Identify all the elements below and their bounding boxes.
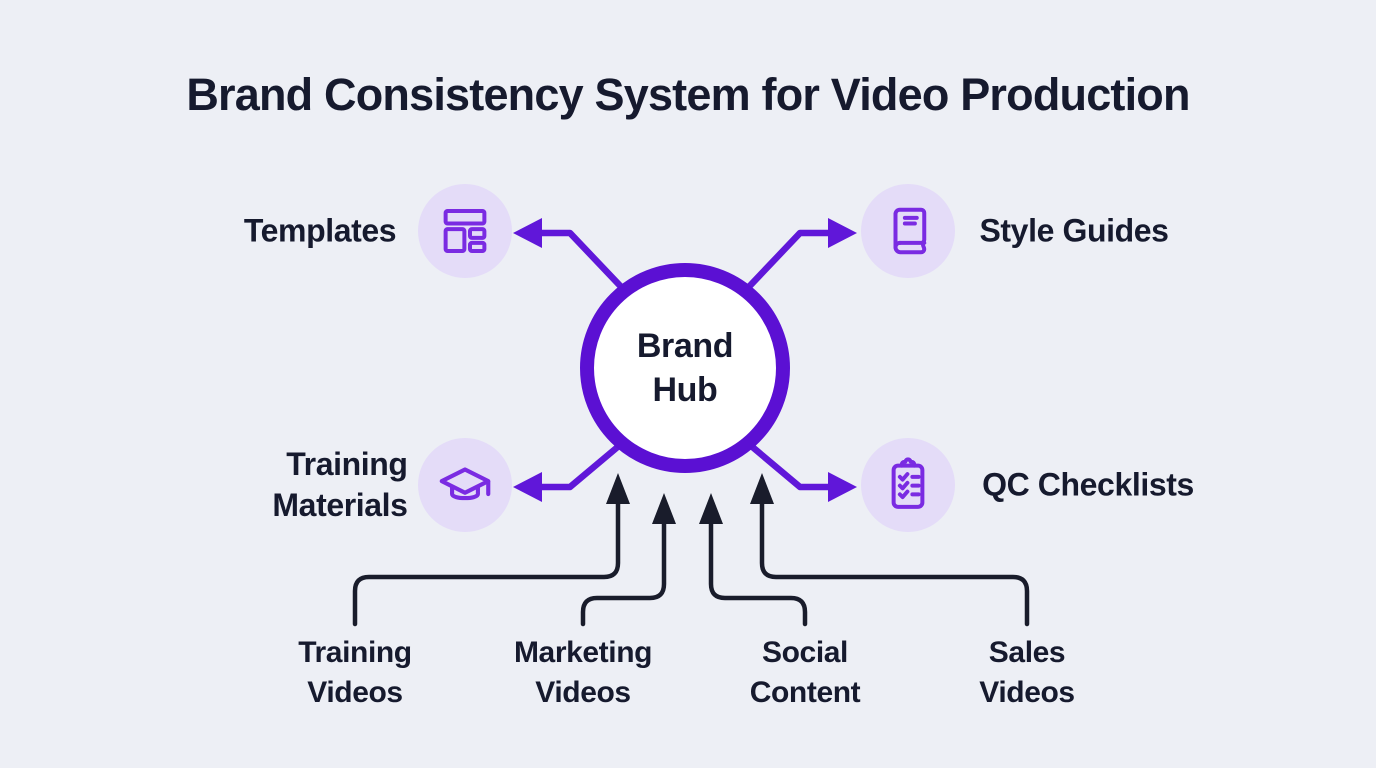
templates-node (418, 184, 512, 278)
arrowhead-sales-videos (750, 473, 774, 504)
layout-template-icon (443, 209, 487, 253)
connector-marketing-videos (580, 520, 667, 627)
connector-training-videos (352, 500, 621, 627)
input-label-social-content: Social Content (749, 636, 861, 709)
connector-sales-videos (759, 500, 1030, 627)
clipboard-check-icon (891, 457, 925, 509)
graduation-cap-icon (439, 467, 491, 501)
connector-social-content (708, 520, 808, 627)
arrowhead-qc-checklists (828, 472, 857, 502)
page-title: Brand Consistency System for Video Produ… (186, 69, 1190, 120)
qc-checklists-node (861, 438, 955, 532)
book-icon (893, 207, 927, 255)
arrowhead-marketing-videos (652, 493, 676, 524)
input-label-training-videos: Training Videos (298, 636, 412, 709)
arrowhead-social-content (699, 493, 723, 524)
arrowhead-style-guides (828, 218, 857, 248)
brand-hub-node: Brand Hub (580, 263, 790, 473)
input-label-sales-videos: Sales Videos (979, 636, 1075, 709)
arrowhead-training-materials (513, 472, 542, 502)
style-guides-node (861, 184, 955, 278)
node-label-style-guides: Style Guides (979, 212, 1169, 249)
node-label-qc-checklists: QC Checklists (982, 466, 1194, 503)
node-label-templates: Templates (243, 212, 397, 249)
node-label-training-materials: Training Materials (272, 446, 408, 523)
arrowhead-training-videos (606, 473, 630, 504)
input-label-marketing-videos: Marketing Videos (513, 636, 653, 709)
arrowhead-templates (513, 218, 542, 248)
brand-hub-label: Brand Hub (636, 327, 734, 409)
training-materials-node (418, 438, 512, 532)
